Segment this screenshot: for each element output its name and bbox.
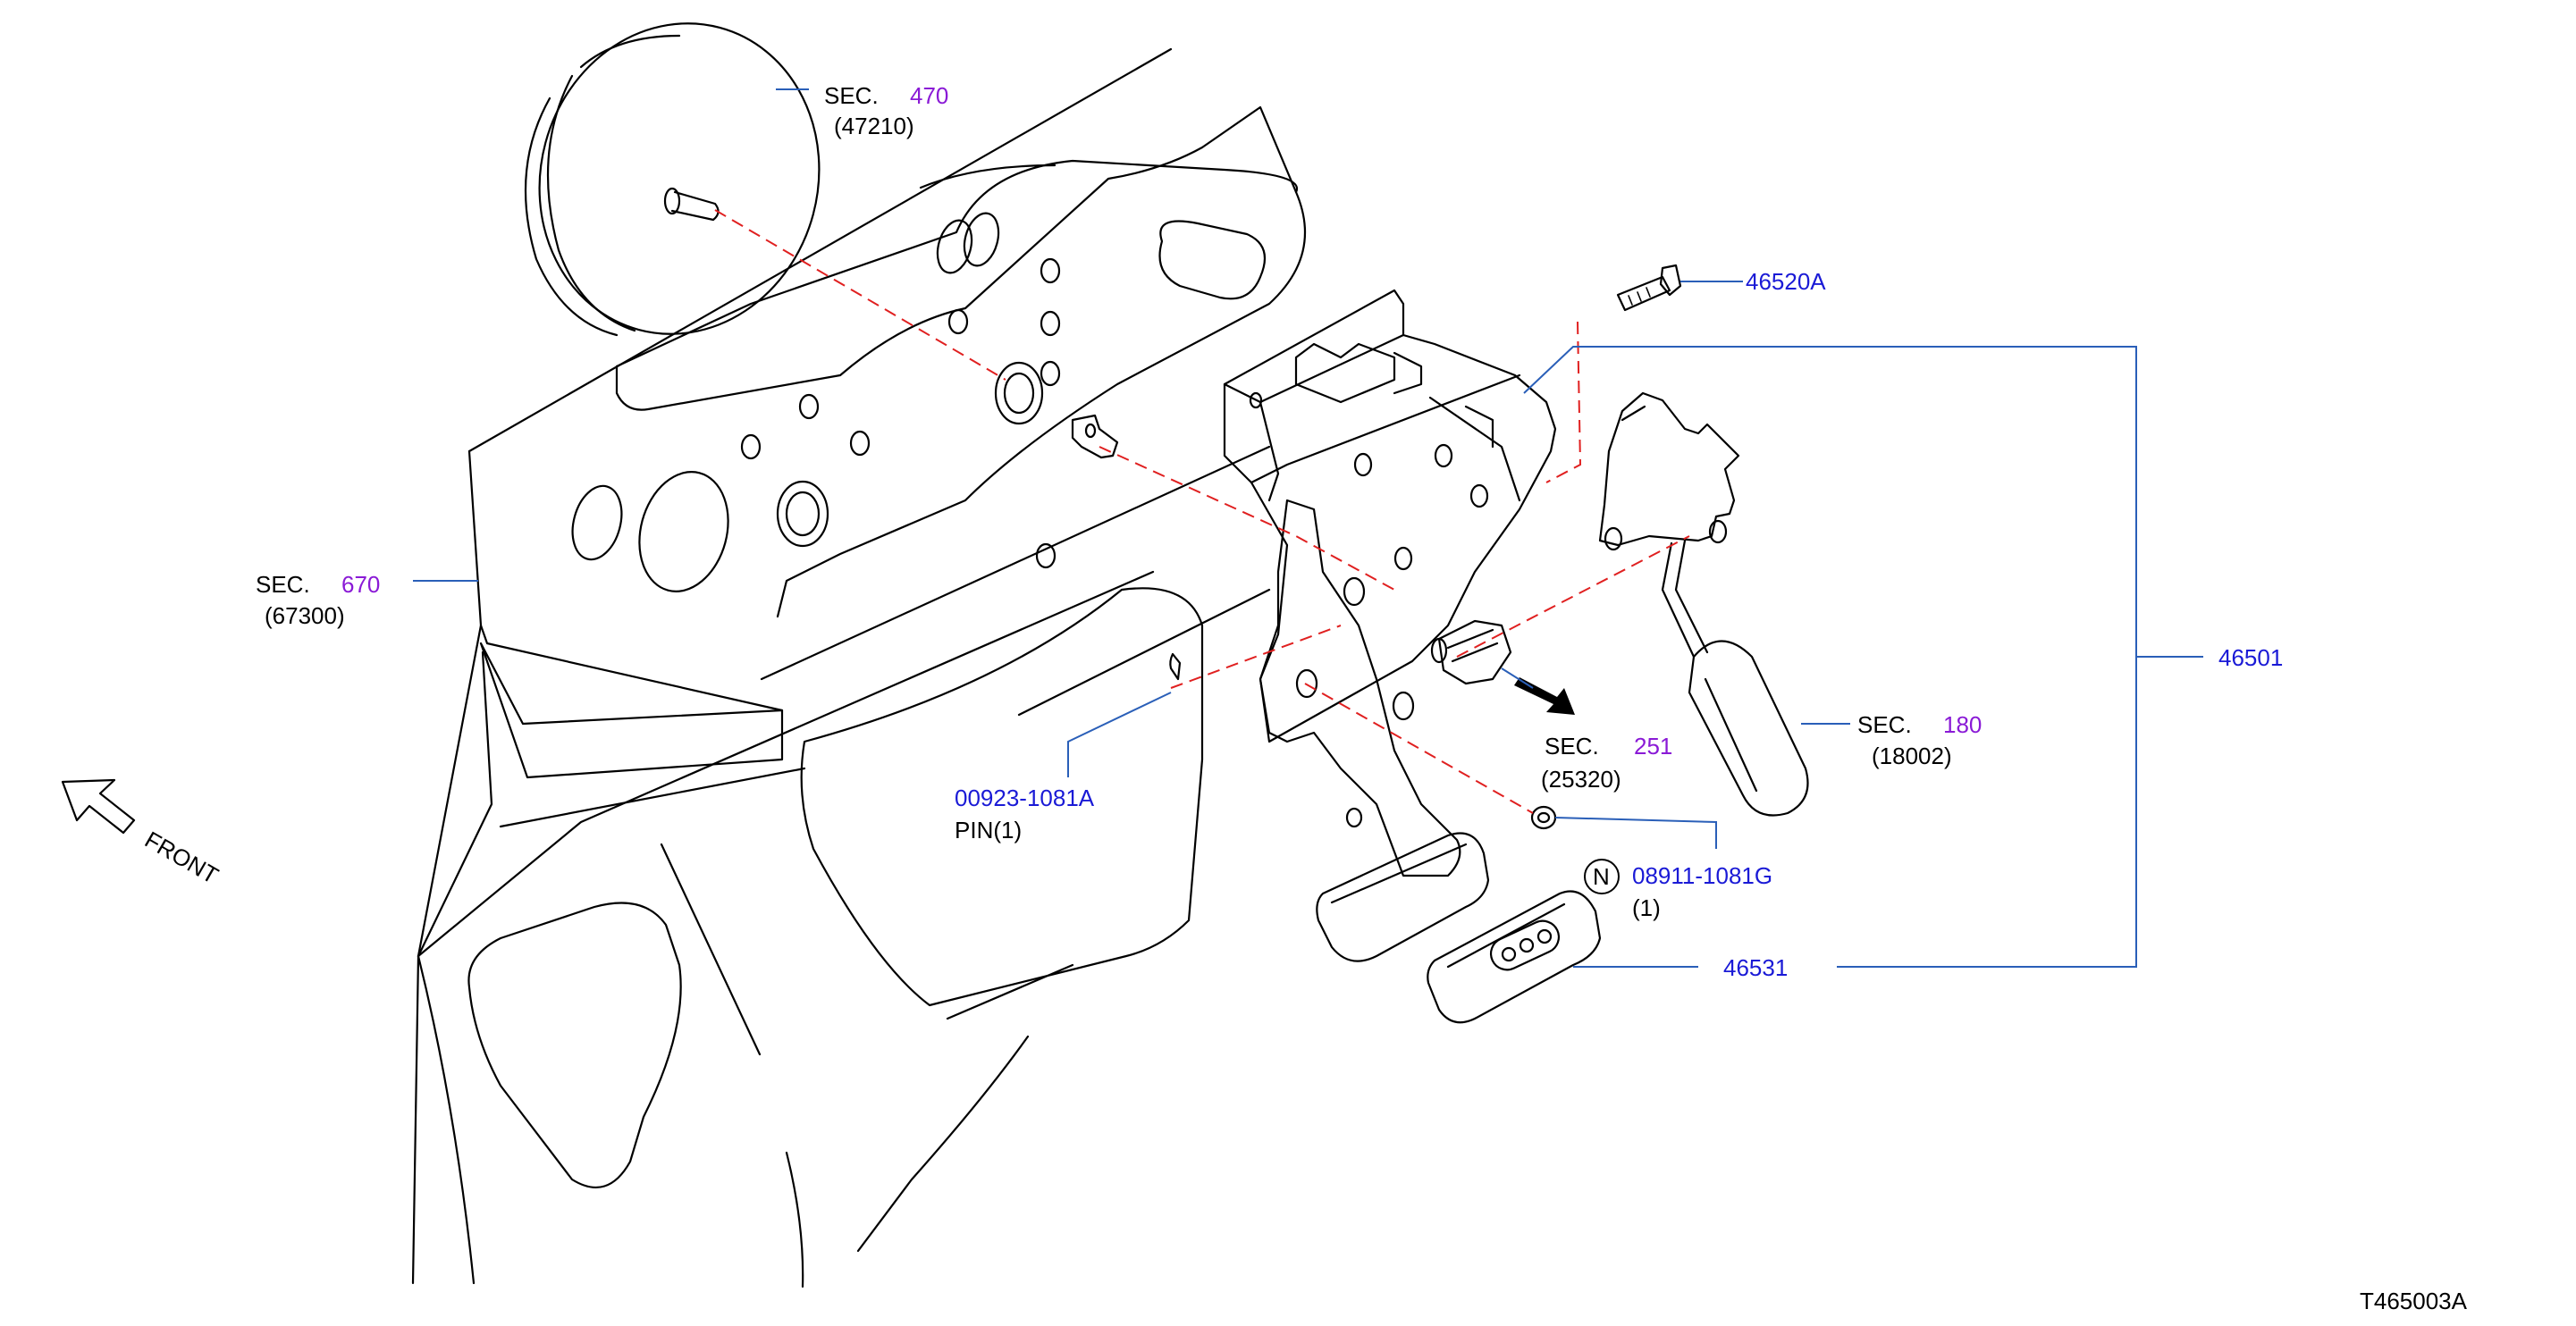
bracket-hole-2 [1434,443,1453,468]
bolt-46520A [1616,264,1682,312]
callout-sec670[interactable]: SEC. 670 (67300) [256,571,380,629]
bracket-hole-3 [1469,483,1489,508]
part-46520A-label[interactable]: 46520A [1746,268,1826,295]
pin-00923 [1071,414,1119,459]
grommet-lower [776,480,829,548]
leader-lines [413,88,2203,968]
nut-08911 [1530,805,1557,830]
brake-pedal-arm [1259,499,1461,877]
sec251-prefix: SEC. [1545,733,1599,760]
panel-slot [1158,220,1267,300]
panel-hole-3 [1040,257,1061,284]
callout-08911[interactable]: N 08911-1081G (1) [1584,859,1772,921]
sec470-prefix: SEC. [824,82,879,109]
sec180-code: (18002) [1872,743,1952,769]
sec670-prefix: SEC. [256,571,310,598]
part-00923-desc: PIN(1) [955,817,1022,843]
sec180-section[interactable]: 180 [1943,711,1982,738]
sec180-prefix: SEC. [1857,711,1912,738]
front-arrow-icon [61,778,136,835]
part-08911-label[interactable]: 08911-1081G [1632,862,1772,889]
sec251-code: (25320) [1541,766,1621,793]
booster-push-rod [663,187,720,222]
panel-hole-6 [1040,360,1061,387]
panel-hole-10 [1035,542,1056,569]
sec670-section[interactable]: 670 [341,571,380,598]
panel-hole-7 [798,393,820,420]
panel-hole-5 [1040,310,1061,337]
panel-hole-8 [849,430,871,457]
n-badge-icon [1584,859,1620,894]
callout-00923[interactable]: 00923-1081A PIN(1) [955,785,1095,843]
grommet-upper [994,361,1044,425]
sec251-section[interactable]: 251 [1634,733,1672,760]
panel-hole-9 [740,433,762,460]
stop-lamp-switch [1430,619,1512,685]
panel-hole-large-1 [571,484,623,561]
callout-sec251[interactable]: SEC. 251 (25320) [1541,733,1672,793]
brake-booster [524,22,821,337]
panel-hole-1 [936,219,973,274]
part-46531-label[interactable]: 46531 [1723,954,1788,981]
part-08911-qty: (1) [1632,894,1661,921]
front-label: FRONT [140,826,223,889]
sec470-section[interactable]: 470 [910,82,948,109]
callout-sec180[interactable]: SEC. 180 (18002) [1857,711,1982,769]
bracket-top-clip [1294,342,1396,404]
front-indicator: FRONT [61,778,223,889]
pedal-pivot-hole [1343,576,1366,607]
installation-guides [714,209,1690,814]
part-00923-label[interactable]: 00923-1081A [955,785,1095,811]
brake-pedal-pad-upper [1316,832,1490,962]
part-08911-badge: N [1593,863,1610,890]
part-46501-label[interactable]: 46501 [2218,644,2283,671]
accelerator-pedal [1598,391,1809,817]
callout-sec470[interactable]: SEC. 470 (47210) [824,82,948,139]
bracket-hole-4 [1393,546,1413,571]
figure-id: T465003A [2360,1288,2468,1314]
dash-panel [411,47,1307,1288]
panel-hole-large-2 [638,471,729,592]
pedal-pad-cover [1427,890,1602,1024]
pedal-lower-hole [1295,668,1318,699]
sec470-code: (47210) [834,113,914,139]
body-window [467,902,682,1188]
bracket-hole-1 [1353,452,1373,477]
sec670-code: (67300) [265,602,345,629]
pedal-bracket [1223,289,1557,743]
panel-hole-2 [963,212,1000,267]
panel-hole-4 [947,308,969,335]
